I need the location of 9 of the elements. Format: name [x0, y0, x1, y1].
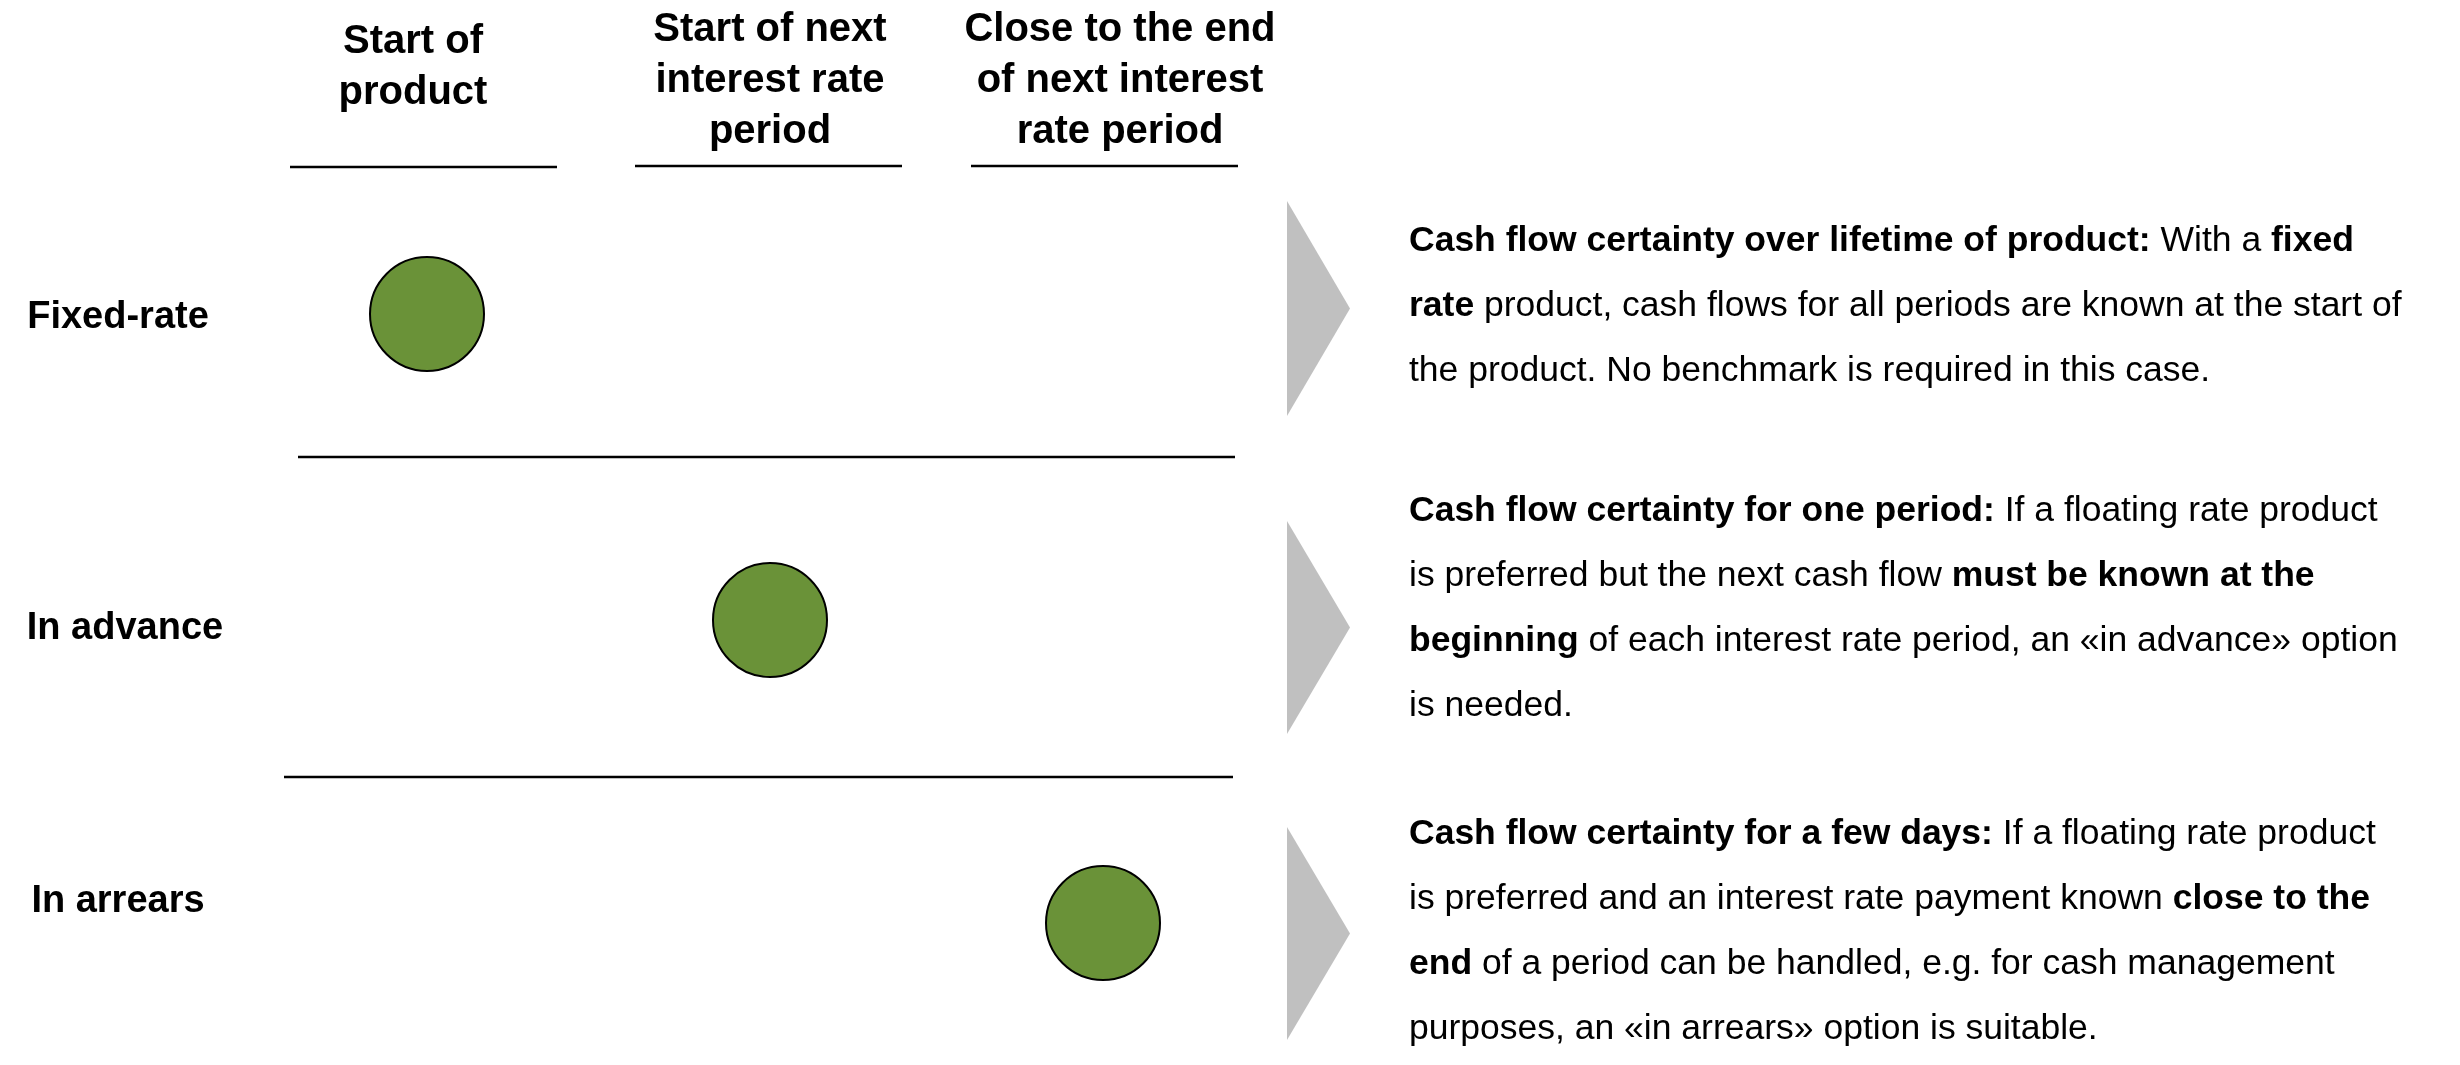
column-header: Start of next interest rate period — [652, 4, 888, 153]
row-label: Fixed-rate — [26, 293, 210, 338]
row-label: In advance — [25, 604, 225, 649]
description-text: Cash flow certainty for a few days: If a floating rate product is preferred and an interest rate payment known close to the end of a period can be handled, e.g. for cash management purposes, an «in arrears» option is suitable. — [1409, 811, 2377, 1049]
description-text: Cash flow certainty over lifetime of product: With a fixed rate product, cash flows for all periods are known at the start of the product. No benchmark is required in this case. — [1409, 218, 2403, 391]
column-header: Start of product — [337, 16, 489, 114]
row-label: In arrears — [30, 877, 206, 922]
description-text: Cash flow certainty for one period: If a floating rate product is preferred but the next cash flow must be known at the beginning of each interest rate period, an «in advance» option is needed. — [1409, 488, 2399, 726]
column-header: Close to the end of next interest rate period — [963, 4, 1277, 153]
